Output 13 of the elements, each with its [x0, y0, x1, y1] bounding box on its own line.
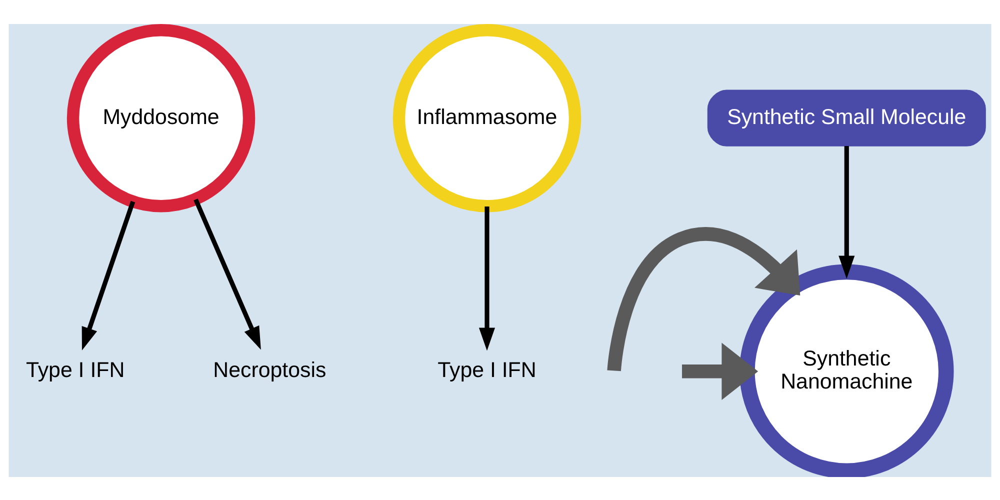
arrow [682, 342, 758, 400]
node-circle: Myddosome [66, 24, 256, 212]
node-circle: Inflammasome [392, 24, 582, 212]
node-circle: Synthetic Nanomachine [740, 264, 954, 476]
arrow [838, 145, 855, 278]
arrow [194, 198, 261, 350]
node-box: Synthetic Small Molecule [707, 89, 986, 146]
arrow [478, 206, 496, 350]
node-text: Type I IFN [26, 358, 125, 382]
node-text: Type I IFN [438, 358, 536, 382]
node-text: Necroptosis [213, 358, 326, 382]
arrow [82, 200, 136, 350]
arrow [607, 226, 800, 371]
